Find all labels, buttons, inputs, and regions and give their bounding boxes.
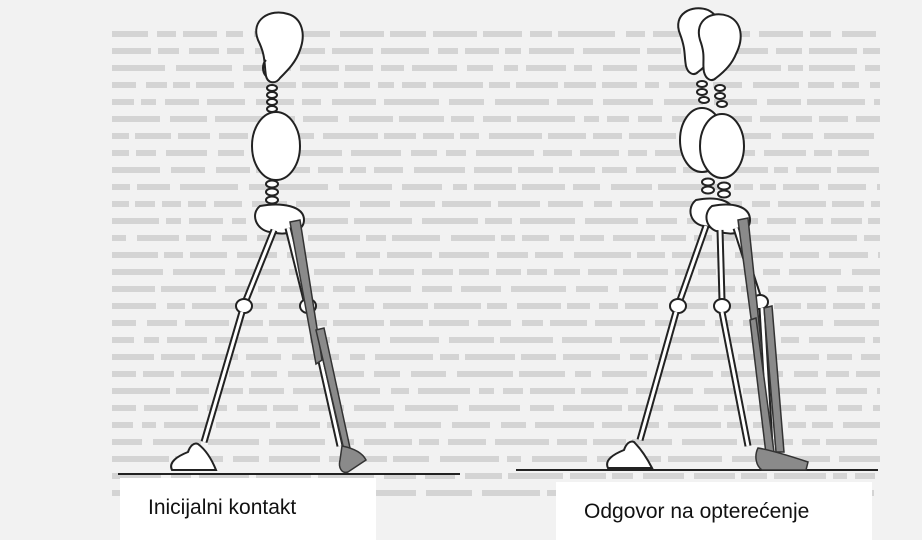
rear-knee xyxy=(236,299,252,313)
skeleton-initial-contact xyxy=(171,12,340,470)
thorax xyxy=(252,112,300,180)
rear-knee-right xyxy=(670,299,686,313)
cervical-spine xyxy=(267,85,277,112)
tibialis-anterior-muscle xyxy=(316,328,350,450)
caption-initial-contact: Inicijalni kontakt xyxy=(120,478,376,540)
lumbar-spine xyxy=(266,181,278,204)
cervical-spine-right xyxy=(697,81,727,107)
thorax-front xyxy=(700,114,744,178)
front-foot-initial xyxy=(339,446,366,472)
hip-extensor-muscle xyxy=(290,220,322,364)
lumbar-spine-right xyxy=(702,179,730,198)
skull-front xyxy=(699,14,741,80)
caption-loading-response: Odgovor na opterećenje xyxy=(556,482,872,540)
middle-knee-right xyxy=(714,299,730,313)
muscles-initial-contact xyxy=(290,220,366,472)
rear-foot-right xyxy=(607,441,652,468)
rear-foot xyxy=(171,443,216,470)
